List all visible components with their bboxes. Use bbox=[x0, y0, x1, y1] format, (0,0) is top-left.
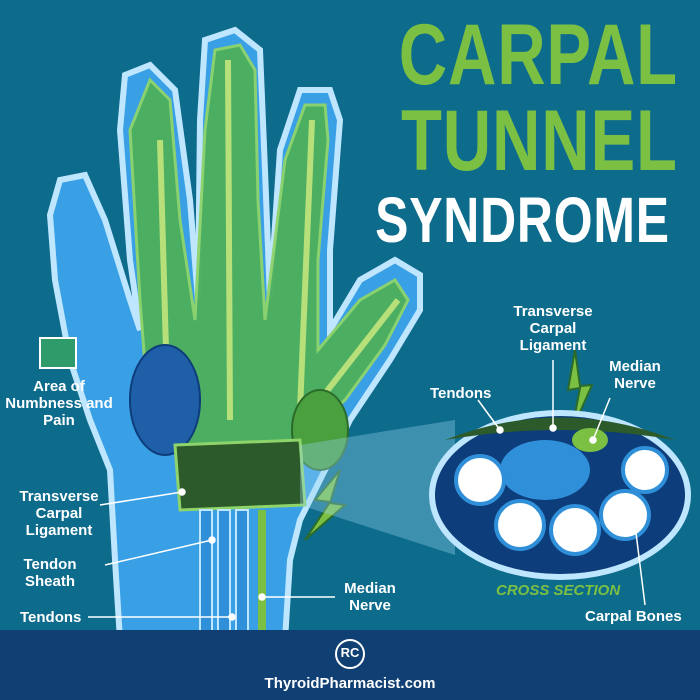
legend-label: Area of Numbness and Pain bbox=[5, 378, 113, 429]
logo-letters: RC bbox=[340, 645, 360, 660]
numbness-area bbox=[128, 43, 410, 462]
label-tendons-right: Tendons bbox=[430, 385, 492, 402]
numbness-swatch bbox=[39, 337, 77, 369]
label-tendons-left: Tendons bbox=[20, 609, 82, 626]
footer-bar: RC bbox=[0, 630, 700, 700]
label-median-nerve-right: Median Nerve bbox=[609, 358, 661, 392]
title-line-1: CARPAL bbox=[398, 7, 678, 103]
logo-icon bbox=[335, 639, 365, 669]
label-transverse-ligament-right: Transverse Carpal Ligament bbox=[513, 303, 593, 354]
site-url[interactable]: ThyroidPharmacist.com bbox=[264, 675, 436, 692]
label-transverse-ligament-left: Transverse Carpal Ligament bbox=[19, 488, 99, 539]
hypothenar-muscle bbox=[291, 389, 349, 471]
label-tendon-sheath: Tendon Sheath bbox=[23, 556, 77, 590]
title-line-2: TUNNEL bbox=[401, 93, 678, 189]
cross-section-diagram bbox=[429, 410, 691, 580]
pain-bolt-icon bbox=[304, 469, 348, 541]
zoom-beam bbox=[300, 420, 455, 555]
label-median-nerve-left: Median Nerve bbox=[344, 580, 396, 614]
title-line-3: SYNDROME bbox=[375, 184, 670, 256]
leader-lines bbox=[88, 360, 646, 621]
cross-section-label: CROSS SECTION bbox=[496, 582, 621, 599]
ligament-band bbox=[173, 438, 307, 512]
thenar-muscle bbox=[129, 344, 201, 456]
label-carpal-bones: Carpal Bones bbox=[585, 608, 682, 625]
